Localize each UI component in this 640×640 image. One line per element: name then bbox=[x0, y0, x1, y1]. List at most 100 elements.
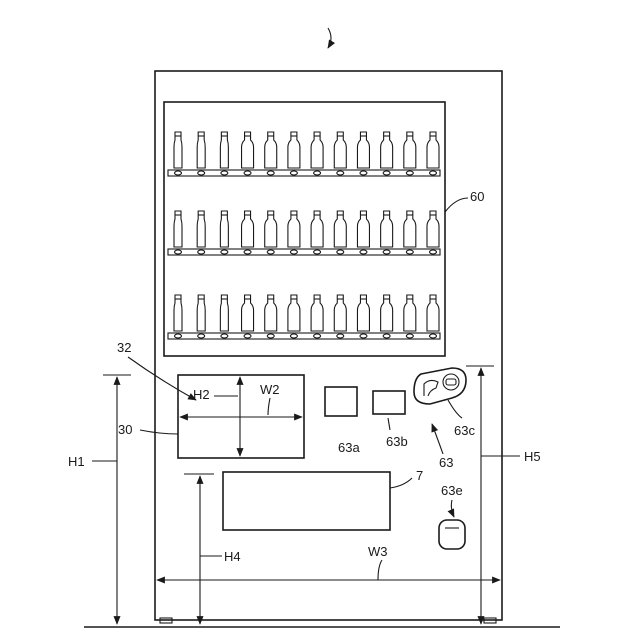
bottle bbox=[404, 132, 416, 168]
selection-button bbox=[221, 171, 228, 175]
shelf-rail bbox=[168, 333, 440, 339]
bottle bbox=[357, 132, 369, 168]
bottle bbox=[265, 295, 277, 331]
label-h2: H2 bbox=[193, 387, 210, 402]
selection-button bbox=[244, 334, 251, 338]
leader-63 bbox=[432, 424, 443, 454]
selection-button bbox=[337, 334, 344, 338]
unit-63c-coin-slot bbox=[443, 374, 459, 390]
selection-button bbox=[337, 171, 344, 175]
selection-button bbox=[430, 171, 437, 175]
label-63a: 63a bbox=[338, 440, 360, 455]
selection-button bbox=[175, 334, 182, 338]
selection-button bbox=[360, 334, 367, 338]
selection-button bbox=[430, 334, 437, 338]
selection-button bbox=[244, 171, 251, 175]
bottle bbox=[357, 295, 369, 331]
selection-button bbox=[406, 171, 413, 175]
selection-button bbox=[360, 171, 367, 175]
selection-button bbox=[314, 250, 321, 254]
label-w3: W3 bbox=[368, 544, 388, 559]
shelf-rail bbox=[168, 170, 440, 176]
selection-button bbox=[337, 250, 344, 254]
label-h1: H1 bbox=[68, 454, 85, 469]
label-7: 7 bbox=[416, 468, 423, 483]
bottle bbox=[334, 295, 346, 331]
bottle bbox=[220, 211, 228, 247]
selection-button bbox=[175, 250, 182, 254]
unit-63b bbox=[373, 391, 405, 414]
label-63c: 63c bbox=[454, 423, 475, 438]
ref-arrow-1 bbox=[328, 28, 331, 48]
bottle bbox=[197, 211, 205, 247]
label-h5: H5 bbox=[524, 449, 541, 464]
selection-button bbox=[383, 334, 390, 338]
product-shelves bbox=[168, 132, 440, 339]
bottle bbox=[427, 132, 439, 168]
label-63e: 63e bbox=[441, 483, 463, 498]
label-32: 32 bbox=[117, 340, 131, 355]
bottle bbox=[242, 211, 254, 247]
selection-button bbox=[360, 250, 367, 254]
bottle bbox=[381, 211, 393, 247]
label-63b: 63b bbox=[386, 434, 408, 449]
leader-7 bbox=[390, 478, 412, 488]
bottle bbox=[381, 132, 393, 168]
selection-button bbox=[406, 250, 413, 254]
bottle bbox=[404, 211, 416, 247]
selection-button bbox=[267, 334, 274, 338]
leader-w2 bbox=[268, 398, 270, 415]
bottle bbox=[357, 211, 369, 247]
shelf-rail bbox=[168, 249, 440, 255]
selection-button bbox=[290, 334, 297, 338]
bottle bbox=[427, 211, 439, 247]
selection-button bbox=[383, 171, 390, 175]
label-h4: H4 bbox=[224, 549, 241, 564]
bottle bbox=[265, 132, 277, 168]
bottle bbox=[174, 132, 182, 168]
bottle bbox=[242, 132, 254, 168]
selection-button bbox=[430, 250, 437, 254]
selection-button bbox=[221, 334, 228, 338]
display-window bbox=[164, 102, 445, 356]
label-30: 30 bbox=[118, 422, 132, 437]
bottle bbox=[427, 295, 439, 331]
bottle bbox=[197, 295, 205, 331]
leader-60 bbox=[445, 198, 468, 212]
bottle bbox=[220, 295, 228, 331]
label-60: 60 bbox=[470, 189, 484, 204]
leader-63b bbox=[388, 418, 390, 430]
leader-32 bbox=[128, 357, 196, 400]
selection-button bbox=[314, 334, 321, 338]
leader-w3 bbox=[378, 560, 382, 580]
selection-button bbox=[198, 250, 205, 254]
selection-button bbox=[221, 250, 228, 254]
leader-63e bbox=[451, 500, 454, 517]
bottle bbox=[311, 295, 323, 331]
leader-30 bbox=[140, 430, 178, 434]
bottle bbox=[174, 211, 182, 247]
unit-63e bbox=[439, 520, 465, 549]
bottle bbox=[311, 211, 323, 247]
bottle bbox=[288, 211, 300, 247]
bottle bbox=[242, 295, 254, 331]
bottle bbox=[311, 132, 323, 168]
bottle bbox=[334, 132, 346, 168]
selection-button bbox=[290, 171, 297, 175]
label-63: 63 bbox=[439, 455, 453, 470]
label-w2: W2 bbox=[260, 382, 280, 397]
selection-button bbox=[198, 334, 205, 338]
cabinet-outline bbox=[155, 71, 502, 620]
selection-button bbox=[314, 171, 321, 175]
bottle bbox=[174, 295, 182, 331]
selection-button bbox=[267, 250, 274, 254]
bottle bbox=[288, 295, 300, 331]
unit-63a bbox=[325, 387, 357, 416]
bottle bbox=[197, 132, 205, 168]
selection-button bbox=[198, 171, 205, 175]
unit-63c-lever bbox=[424, 380, 438, 396]
bottle bbox=[381, 295, 393, 331]
selection-button bbox=[175, 171, 182, 175]
bottle bbox=[220, 132, 228, 168]
